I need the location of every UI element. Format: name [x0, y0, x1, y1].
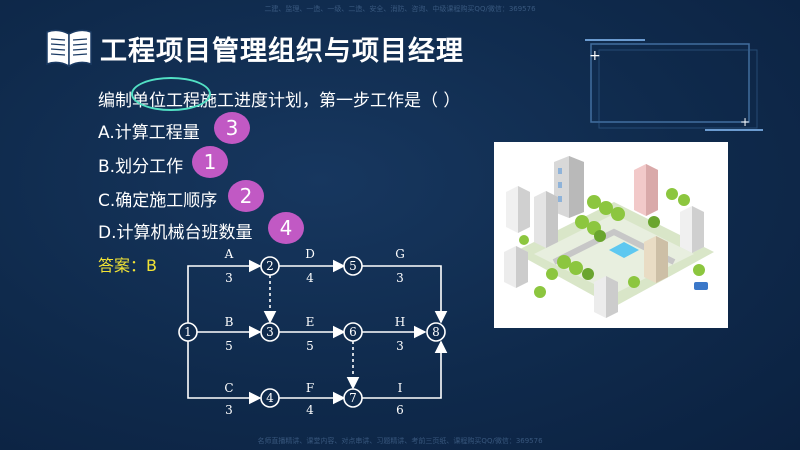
open-book-icon — [46, 29, 92, 68]
activity-e-duration: 5 — [306, 339, 314, 353]
node-4: 4 — [266, 391, 274, 405]
page-title: 工程项目管理组织与项目经理 — [100, 36, 464, 67]
svg-text:+: + — [589, 48, 601, 64]
answer-text: 答案：B — [98, 256, 157, 275]
activity-a-duration: 3 — [225, 271, 233, 285]
node-8: 8 — [432, 325, 440, 339]
highlight-circle — [131, 77, 211, 111]
decorative-frame: + + — [585, 39, 763, 131]
activity-g-name: G — [395, 247, 405, 261]
activity-d-duration: 4 — [306, 271, 314, 285]
node-5: 5 — [349, 259, 357, 273]
option-d: D.计算机械台班数量 — [98, 223, 253, 243]
option-b-badge: 1 — [192, 146, 228, 178]
watermark-top: 二建、监理、一造、一级、二造、安全、消防、咨询、中级课程购买QQ/微信：3695… — [264, 5, 536, 13]
isometric-city-illustration — [494, 142, 728, 328]
option-a: A.计算工程量 — [98, 123, 200, 143]
activity-g-duration: 3 — [396, 271, 404, 285]
activity-c-name: C — [224, 381, 233, 395]
activity-i-duration: 6 — [396, 403, 404, 417]
activity-h-duration: 3 — [396, 339, 404, 353]
node-1: 1 — [184, 325, 192, 339]
svg-text:+: + — [740, 115, 750, 129]
option-a-badge: 3 — [214, 112, 250, 144]
option-c: C.确定施工顺序 — [98, 191, 218, 211]
activity-i-name: I — [398, 381, 403, 395]
activity-e-name: E — [306, 315, 315, 329]
arrow-i — [362, 340, 448, 399]
node-6: 6 — [349, 325, 357, 339]
arrow-a — [187, 259, 262, 324]
watermark-bottom: 名师直播精讲、课堂内容、对点串讲、习题精讲、考前三页纸、课程购买QQ/微信：36… — [257, 437, 543, 445]
activity-f-name: F — [306, 381, 314, 395]
activity-c-duration: 3 — [225, 403, 233, 417]
network-diagram: 1 2 3 4 5 6 7 8 A 3 B 5 C 3 D 4 E 5 F 4 … — [178, 247, 448, 417]
activity-h-name: H — [395, 315, 405, 329]
arrow-c — [187, 340, 262, 405]
node-3: 3 — [266, 325, 274, 339]
activity-d-name: D — [305, 247, 315, 261]
option-d-badge: 4 — [268, 212, 304, 244]
activity-f-duration: 4 — [306, 403, 314, 417]
activity-b-duration: 5 — [225, 339, 233, 353]
option-b: B.划分工作 — [98, 157, 184, 177]
node-2: 2 — [266, 259, 274, 273]
arrow-g — [362, 265, 448, 324]
node-7: 7 — [349, 391, 357, 405]
option-c-badge: 2 — [228, 180, 264, 212]
activity-a-name: A — [224, 247, 234, 261]
activity-b-name: B — [225, 315, 234, 329]
